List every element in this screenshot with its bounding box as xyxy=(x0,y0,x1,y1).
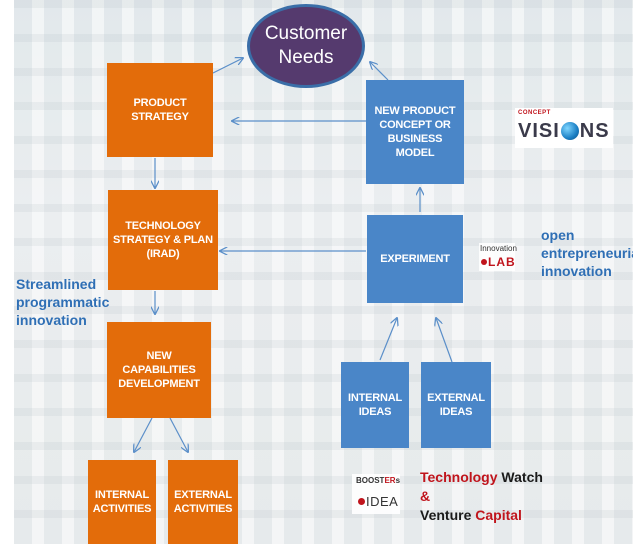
innovation-lab-bottom-row: LAB xyxy=(481,255,516,269)
boosters-idea-logo: BOOSTERs IDEA xyxy=(352,474,400,514)
product-strategy-box: PRODUCT STRATEGY xyxy=(107,63,213,157)
external-ideas-label: EXTERNAL IDEAS xyxy=(427,392,485,418)
experiment-box: EXPERIMENT xyxy=(367,215,463,303)
internal-activities-box: INTERNAL ACTIVITIES xyxy=(88,460,156,544)
external-ideas-box: EXTERNAL IDEAS xyxy=(421,362,491,448)
technology-strategy-label: TECHNOLOGY STRATEGY & PLAN (IRAD) xyxy=(113,220,213,260)
watch-word: Watch xyxy=(497,469,543,485)
boosters-row: BOOSTERs xyxy=(356,476,400,485)
internal-ideas-box: INTERNAL IDEAS xyxy=(341,362,409,448)
idea-text: IDEA xyxy=(366,494,399,509)
open-line2: entrepreneurial xyxy=(541,245,633,261)
external-activities-label: EXTERNAL ACTIVITIES xyxy=(173,489,233,515)
venture-capital-line: Venture Capital xyxy=(420,506,543,525)
new-product-concept-label: NEW PRODUCT CONCEPT OR BUSINESS MODEL xyxy=(374,105,456,159)
concept-visions-main: VISI NS xyxy=(518,118,610,144)
arrow-external-ideas-to-experiment xyxy=(436,318,453,363)
concept-visions-top: CONCEPT xyxy=(518,110,551,116)
innovation-lab-bottom: LAB xyxy=(488,255,516,269)
customer-needs-line1: Customer xyxy=(264,23,348,44)
technology-watch-line: Technology Watch xyxy=(420,468,543,487)
technology-word: Technology xyxy=(420,469,498,485)
concept-visions-main-right: NS xyxy=(579,119,610,142)
globe-icon xyxy=(560,122,579,140)
innovation-lab-top: Innovation xyxy=(480,244,517,253)
streamlined-line2: programmatic xyxy=(16,294,110,310)
ampersand-line: & xyxy=(420,488,431,504)
arrow-capabilities-to-external xyxy=(169,417,188,452)
internal-activities-label: INTERNAL ACTIVITIES xyxy=(92,489,152,515)
new-product-concept-box: NEW PRODUCT CONCEPT OR BUSINESS MODEL xyxy=(366,80,464,184)
capital-word: Capital xyxy=(475,507,522,523)
boosters-pre: BOOST xyxy=(356,476,385,485)
internal-ideas-label: INTERNAL IDEAS xyxy=(347,392,402,418)
innovation-lab-logo: Innovation LAB xyxy=(479,243,517,271)
external-activities-box: EXTERNAL ACTIVITIES xyxy=(168,460,238,544)
boosters-mid: ER xyxy=(384,476,396,485)
concept-visions-main-left: VISI xyxy=(518,119,560,142)
experiment-label: EXPERIMENT xyxy=(380,253,450,265)
idea-row: IDEA xyxy=(358,494,398,509)
customer-needs-ellipse: Customer Needs xyxy=(247,4,365,88)
concept-visions-logo: CONCEPT VISI NS xyxy=(515,108,613,148)
open-innovation-label: open entrepreneurial innovation xyxy=(541,226,633,280)
open-line1: open xyxy=(541,227,575,243)
product-strategy-label: PRODUCT STRATEGY xyxy=(131,97,189,123)
new-capabilities-box: NEW CAPABILITIES DEVELOPMENT xyxy=(107,322,211,418)
arrow-capabilities-to-internal xyxy=(134,417,153,452)
red-dot-icon xyxy=(481,259,487,265)
venture-word: Venture xyxy=(420,507,476,523)
open-line3: innovation xyxy=(541,263,612,279)
streamlined-line3: innovation xyxy=(16,312,87,328)
arrow-strategy-to-needs xyxy=(212,58,243,74)
arrow-internal-ideas-to-experiment xyxy=(379,318,397,361)
idea-dot-icon xyxy=(358,498,365,505)
technology-watch-text: Technology Watch & Venture Capital xyxy=(420,468,543,525)
streamlined-innovation-label: Streamlined programmatic innovation xyxy=(16,275,109,329)
technology-strategy-box: TECHNOLOGY STRATEGY & PLAN (IRAD) xyxy=(108,190,218,290)
arrow-concept-to-needs xyxy=(370,62,389,81)
streamlined-line1: Streamlined xyxy=(16,276,97,292)
left-margin xyxy=(0,0,14,544)
customer-needs-line2: Needs xyxy=(278,47,334,68)
boosters-post: s xyxy=(395,476,401,485)
new-capabilities-label: NEW CAPABILITIES DEVELOPMENT xyxy=(118,350,200,390)
